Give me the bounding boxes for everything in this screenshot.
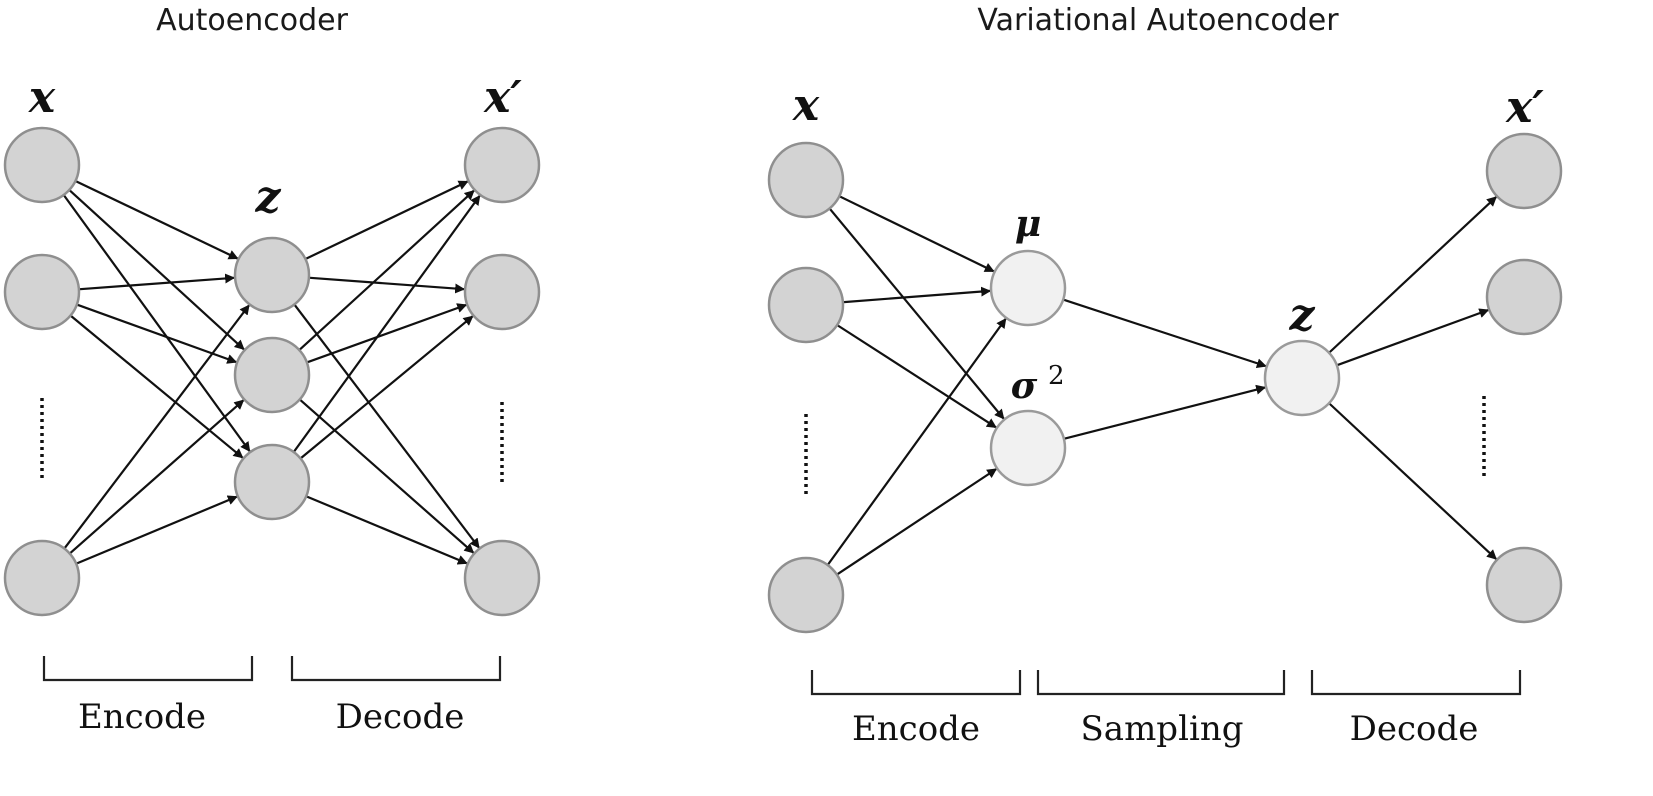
ae-decode-edge [301, 180, 469, 262]
ae-latent-node [233, 336, 311, 414]
ae-encode-bracket [42, 656, 254, 682]
autoencoder-panel: Autoencoder x z x′ Encode Decode [3, 3, 541, 737]
ae-input-node [3, 126, 81, 204]
ae-input-node [3, 253, 81, 331]
ae-input-node [3, 539, 81, 617]
vae-encode-edge [824, 317, 1007, 569]
vae-decode-edge [1332, 308, 1490, 368]
ae-encode-label: Encode [78, 697, 206, 737]
ae-output-label: x′ [483, 72, 522, 123]
vae-encode-edge [826, 204, 1005, 420]
vae-mu-node [989, 249, 1067, 327]
ae-encode-edge [74, 273, 236, 291]
ae-encode-edge [60, 191, 251, 453]
ae-encode-edge [61, 304, 250, 553]
vae-input-label: x [792, 80, 820, 131]
autoencoder-title: Autoencoder [156, 3, 348, 38]
ae-encode-edge [65, 186, 245, 351]
vae-input-node [767, 141, 845, 219]
vae-decode-label: Decode [1350, 709, 1479, 749]
vae-decode-edge [1325, 399, 1497, 560]
vae-sampling-edge [1059, 297, 1267, 369]
vae-sampling-edge [1059, 384, 1267, 441]
vae-mu-label: μ [1015, 203, 1041, 245]
ae-decode-edge [295, 189, 475, 354]
ae-decode-bracket [290, 656, 502, 682]
vae-title: Variational Autoencoder [977, 3, 1339, 38]
ae-encode-edge [66, 312, 244, 459]
ae-input-label: x [28, 72, 56, 123]
ae-decode-edge [290, 194, 481, 456]
ae-decode-edge [296, 315, 474, 462]
ae-encode-edge [66, 399, 245, 557]
vae-nodes [767, 132, 1563, 634]
vae-input-node [767, 556, 845, 634]
vae-latent-label: z [1289, 290, 1316, 341]
vae-edges [824, 193, 1497, 578]
ae-latent-label: z [255, 172, 282, 223]
vae-decode-edge [1325, 196, 1497, 357]
vae-encode-edge [835, 193, 995, 273]
vae-sigma-node [989, 409, 1067, 487]
ae-decode-edge [304, 276, 466, 294]
vae-encode-edge [832, 468, 998, 578]
vae-panel: Variational Autoencoder x μ σ 2 z x′ Enc… [767, 3, 1563, 749]
vae-encode-label: Encode [852, 709, 980, 749]
ae-encode-edge [72, 495, 238, 567]
ae-decode-label: Decode [336, 697, 465, 737]
vae-encode-edge [838, 286, 992, 304]
ae-decode-edge [296, 396, 475, 554]
ae-encode-edge [72, 302, 238, 364]
ae-latent-node [233, 236, 311, 314]
ae-nodes [3, 126, 541, 617]
vae-input-node [767, 266, 845, 344]
vae-output-node [1485, 258, 1563, 336]
vae-output-node [1485, 132, 1563, 210]
ae-latent-node [233, 443, 311, 521]
vae-sigma-exponent: 2 [1048, 361, 1065, 391]
vae-sampling-label: Sampling [1081, 709, 1244, 749]
vae-encode-bracket [810, 670, 1022, 696]
ae-decode-edge [302, 493, 468, 565]
vae-output-node [1485, 546, 1563, 624]
vae-encode-edge [833, 321, 997, 429]
ae-output-node [463, 539, 541, 617]
ae-encode-edge [71, 178, 239, 260]
vae-sampling-bracket [1036, 670, 1286, 696]
ae-decode-edge [291, 300, 480, 549]
vae-sigma-label: σ [1011, 365, 1038, 407]
ae-output-node [463, 126, 541, 204]
vae-decode-bracket [1310, 670, 1522, 696]
ae-edges [60, 178, 481, 567]
vae-latent-node [1263, 339, 1341, 417]
ae-output-node [463, 253, 541, 331]
ae-decode-edge [302, 303, 468, 365]
vae-output-label: x′ [1505, 82, 1544, 133]
